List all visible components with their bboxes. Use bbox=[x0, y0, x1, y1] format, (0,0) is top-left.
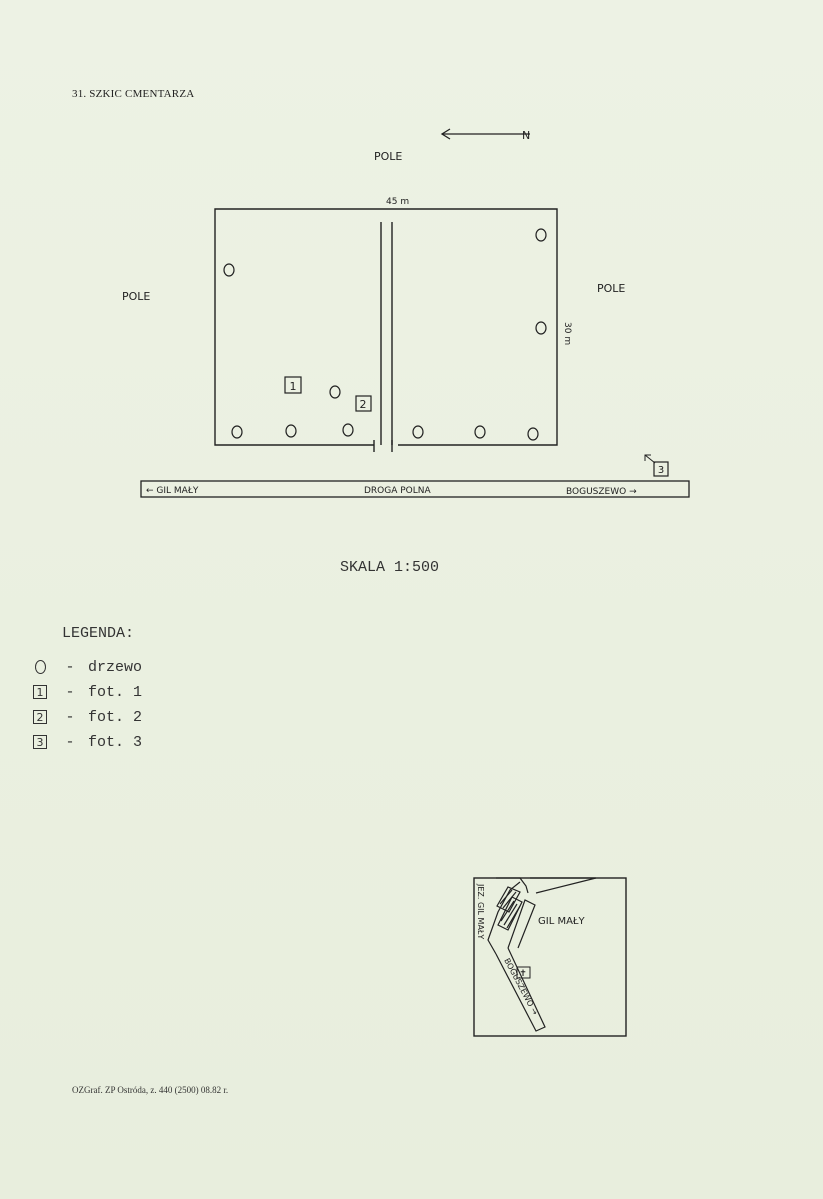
legend-item: 2 - fot. 2 bbox=[28, 707, 142, 727]
tree-icon bbox=[231, 425, 243, 439]
cemetery-boundary bbox=[214, 208, 558, 452]
inset-lake-label: JEZ. GIL MAŁY bbox=[476, 883, 485, 939]
photo-3-icon: 3 bbox=[33, 735, 47, 749]
tree-markers bbox=[223, 228, 547, 441]
tree-icon bbox=[527, 427, 539, 441]
tree-icon bbox=[329, 385, 341, 399]
legend-item: 1 - fot. 1 bbox=[28, 682, 142, 702]
compass-label: N bbox=[522, 129, 530, 142]
tree-icon bbox=[474, 425, 486, 439]
field-label-right: POLE bbox=[597, 282, 625, 295]
photo-2-icon: 2 bbox=[33, 710, 47, 724]
svg-text:1: 1 bbox=[290, 380, 297, 393]
legend-label: fot. 3 bbox=[88, 733, 143, 751]
legend-item: - drzewo bbox=[28, 657, 142, 677]
photo-marker-1: 1 bbox=[284, 376, 302, 394]
north-arrow-icon bbox=[440, 128, 530, 140]
tree-icon bbox=[285, 424, 297, 438]
legend-label: drzewo bbox=[88, 658, 143, 676]
legend-title: LEGENDA: bbox=[62, 625, 135, 642]
legend-item: 3 - fot. 3 bbox=[28, 732, 142, 752]
tree-icon bbox=[535, 228, 547, 242]
road-label-center: DROGA POLNA bbox=[364, 486, 432, 496]
road-label-left: ← GIL MAŁY bbox=[146, 486, 199, 496]
photo-marker-2: 2 bbox=[355, 395, 372, 412]
field-road: ← GIL MAŁY DROGA POLNA BOGUSZEWO → bbox=[140, 480, 690, 498]
cemetery-cross-icon: ✝ bbox=[519, 969, 527, 979]
svg-text:2: 2 bbox=[360, 398, 367, 411]
tree-icon bbox=[342, 423, 354, 437]
print-footer: OZGraf. ZP Ostróda, z. 440 (2500) 08.82 … bbox=[72, 1085, 229, 1095]
legend-label: fot. 1 bbox=[88, 683, 143, 701]
photo-1-icon: 1 bbox=[33, 685, 47, 699]
svg-text:3: 3 bbox=[658, 465, 664, 476]
legend-label: fot. 2 bbox=[88, 708, 143, 726]
photo-marker-3: 3 bbox=[644, 454, 669, 477]
dimension-width: 45 m bbox=[386, 197, 409, 207]
document-heading: 31. SZKIC CMENTARZA bbox=[72, 88, 195, 100]
inset-road-label: BOGUSZEWO → bbox=[502, 957, 540, 1017]
tree-icon bbox=[535, 321, 547, 335]
inset-village-label: GIL MAŁY bbox=[538, 916, 586, 927]
map-scale: SKALA 1:500 bbox=[340, 559, 440, 576]
road-label-right: BOGUSZEWO → bbox=[566, 487, 637, 497]
dimension-height: 30 m bbox=[562, 322, 572, 345]
field-label-left: POLE bbox=[122, 290, 150, 303]
field-label-top: POLE bbox=[374, 150, 402, 163]
tree-icon bbox=[223, 263, 235, 277]
tree-icon bbox=[34, 660, 46, 674]
locator-inset-map: ✝ GIL MAŁY JEZ. GIL MAŁY BOGUSZEWO → bbox=[473, 877, 627, 1037]
tree-icon bbox=[412, 425, 424, 439]
